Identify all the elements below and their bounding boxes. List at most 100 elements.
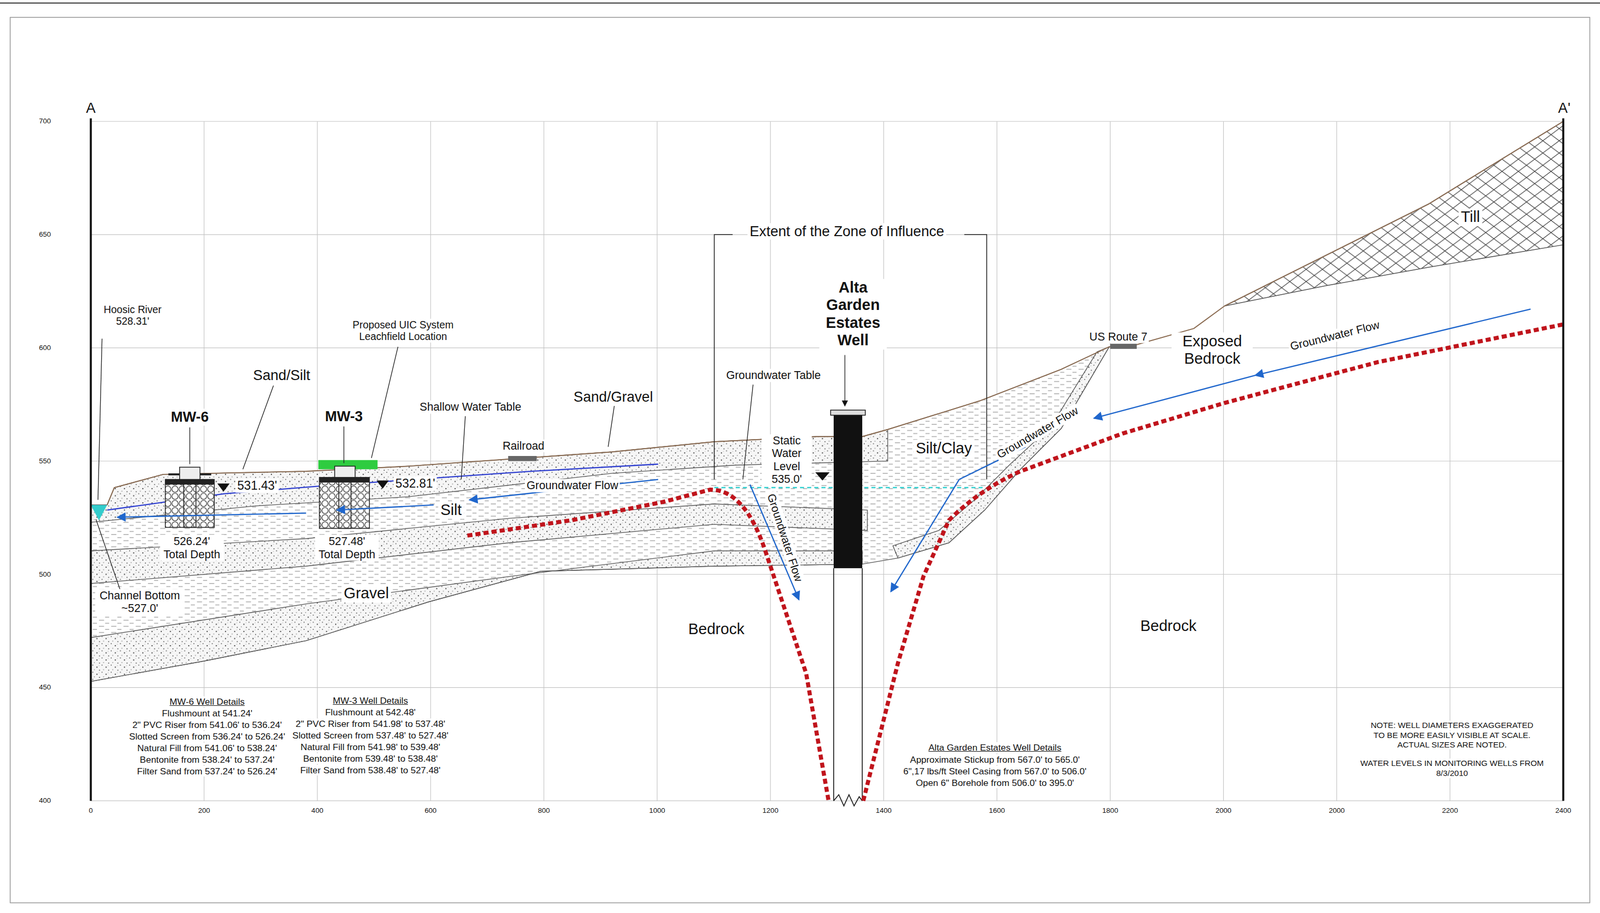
section-line [90, 118, 1564, 801]
leader-line [743, 384, 754, 480]
flow-arrow [469, 479, 659, 501]
axis-tick: 650 [37, 230, 53, 239]
well-details: Alta Garden Estates Well Details [927, 742, 1063, 753]
zone-of-influence [714, 234, 987, 480]
axis-tick: 2000 [1214, 806, 1233, 816]
grid-line [90, 121, 1564, 801]
monitoring-well [334, 465, 356, 477]
well-details: Natural Fill from 541.98' to 539.48' [299, 741, 442, 753]
note-text: 8/3/2010 [1435, 768, 1470, 778]
well-details: Open 6" Borehole from 506.0' to 395.0' [914, 777, 1076, 788]
well-details: Bentonite from 538.24' to 537.24' [138, 754, 277, 765]
monitoring-well [183, 475, 197, 528]
monitoring-well [319, 477, 370, 483]
layer-name: Sand/Silt [250, 367, 313, 384]
flow-arrow [336, 504, 434, 511]
well-details: Flushmount at 542.48' [323, 706, 417, 718]
note-text: ACTUAL SIZES ARE NOTED. [1396, 739, 1508, 750]
feature-label: Static Water Level 535.0' [761, 434, 812, 486]
grid-line [90, 121, 1564, 122]
monitoring-well [217, 472, 830, 492]
note-text: NOTE: WELL DIAMETERS EXAGGERATED [1369, 720, 1535, 730]
layer-name: Sand/Gravel [571, 388, 656, 405]
axis-tick: 800 [537, 806, 552, 816]
supply-well [830, 410, 866, 806]
well-name: MW-3 [323, 407, 366, 425]
leader-line [371, 346, 398, 458]
well-details: MW-6 Well Details [168, 696, 247, 707]
feature-label: Shallow Water Table [417, 400, 523, 414]
grid-line [1223, 121, 1224, 801]
feature-label: Groundwater Table [724, 368, 823, 382]
frame [0, 3, 1600, 903]
axis-tick: 1800 [1101, 806, 1120, 816]
axis-tick: 450 [37, 683, 53, 692]
well-details: Filter Sand from 537.24' to 526.24' [135, 765, 279, 777]
road-symbol [508, 455, 537, 462]
feature-label: Hoosic River 528.31' [92, 303, 173, 328]
soil-layer [892, 346, 1109, 559]
well-details: 6",17 lbs/ft Steel Casing from 567.0' to… [901, 765, 1088, 777]
layer-name: Exposed Bedrock [1171, 332, 1253, 368]
axis-tick: 1000 [648, 806, 667, 816]
supply-well [833, 794, 863, 806]
section-letter: A' [1556, 100, 1573, 117]
well-details: Approximate Stickup from 567.0' to 565.0… [908, 754, 1081, 765]
axis-tick: 2000 [1327, 806, 1346, 816]
soil-layer [90, 121, 1564, 681]
monitoring-well [165, 479, 215, 485]
flow-arrow [117, 308, 1531, 600]
axis-tick: 600 [423, 806, 438, 816]
road-symbol [1110, 343, 1137, 349]
grid-line [90, 687, 1564, 688]
axis-tick: 200 [197, 806, 212, 816]
water-level: 532.81' [393, 476, 437, 491]
monitoring-well [165, 460, 830, 529]
soil-layer [90, 550, 863, 682]
note-text: WATER LEVELS IN MONITORING WELLS FROM [1359, 758, 1545, 768]
well-details: MW-3 Well Details [331, 695, 410, 706]
flow-label: Groundwater Flow [1286, 317, 1383, 354]
well-name: MW-6 [168, 408, 211, 426]
note-text: TO BE MORE EASILY VISIBLE AT SCALE. [1372, 730, 1532, 740]
section-line [1562, 118, 1565, 801]
leader-line [461, 416, 466, 480]
zone-title: Extent of the Zone of Influence [747, 223, 946, 240]
grid-line [90, 800, 1564, 802]
supply-well [861, 568, 863, 801]
section-letter: A [83, 100, 98, 117]
grid-line [430, 121, 432, 801]
soil-layer [90, 504, 107, 521]
feature-label: Proposed UIC System Leachfield Location [340, 318, 466, 343]
layer-name: Till [1458, 208, 1483, 226]
water-level: 531.43' [235, 478, 279, 493]
well-details: 2" PVC Riser from 541.06' to 536.24' [131, 719, 284, 730]
leader-line [844, 354, 846, 406]
leader-line [95, 519, 121, 591]
leader-line [95, 338, 845, 591]
frame [0, 2, 1600, 4]
supply-well [833, 414, 863, 569]
leader-line [242, 385, 274, 470]
layer-name: Bedrock [686, 620, 747, 638]
axis-tick: 400 [310, 806, 325, 816]
axis-tick: 400 [37, 796, 53, 805]
flow-arrow [117, 512, 307, 517]
road-symbol [508, 343, 1137, 462]
well-name: Alta Garden Estates Well [818, 278, 887, 350]
feature-label: US Route 7 [1087, 329, 1149, 343]
axis-tick: 1200 [761, 806, 780, 816]
flow-arrow [890, 479, 960, 592]
monitoring-well [338, 473, 351, 529]
leader-line [98, 338, 103, 500]
leader-line [343, 426, 345, 464]
well-details: Slotted Screen from 536.24' to 526.24' [127, 730, 287, 742]
flow-label: Groundwater Flow [763, 490, 806, 585]
well-depth: 526.24' Total Depth [160, 534, 224, 561]
axis-tick: 0 [88, 806, 95, 816]
leader-line [189, 427, 190, 465]
well-depth: 527.48' Total Depth [315, 534, 379, 561]
well-details: Flushmount at 541.24' [160, 707, 255, 719]
feature-label: Railroad [500, 438, 546, 452]
